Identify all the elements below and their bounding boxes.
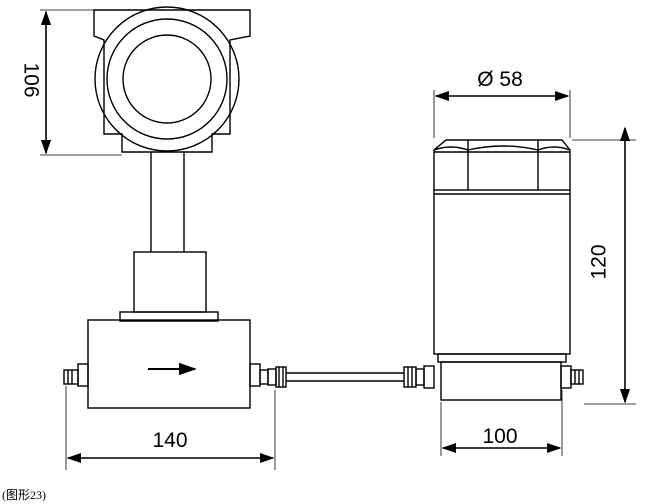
figure-caption: (图形23): [2, 488, 46, 502]
label-140: 140: [152, 429, 187, 452]
extension-lines: [40, 9, 636, 470]
mount-block: [119, 251, 219, 322]
connecting-pipe: [267, 365, 435, 389]
flow-body: [63, 319, 269, 409]
stem: [150, 152, 185, 252]
label-106: 106: [19, 62, 42, 97]
transmitter-head: [93, 6, 251, 153]
label-diameter-58: Ø 58: [477, 68, 523, 91]
label-120: 120: [588, 244, 611, 279]
label-100: 100: [482, 425, 517, 448]
remote-housing: [433, 139, 584, 401]
